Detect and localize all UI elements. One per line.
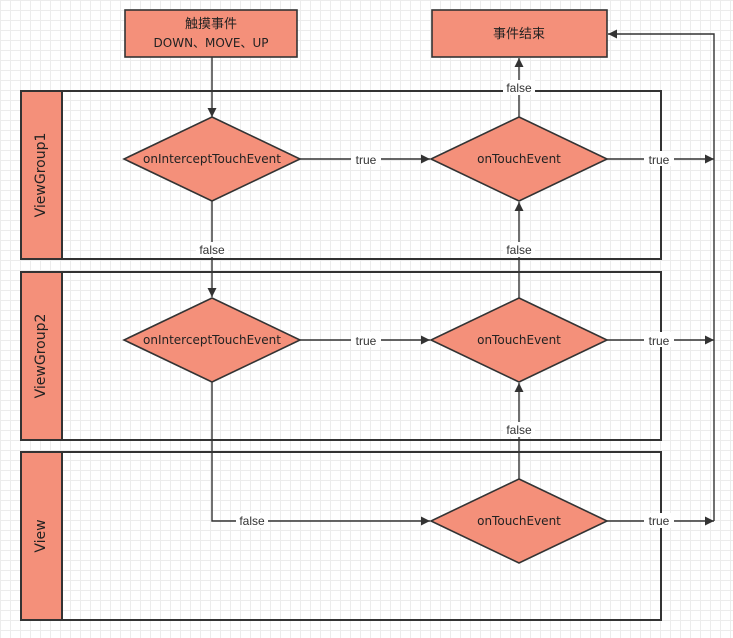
- decision-label-vg1-touch: onTouchEvent: [477, 152, 561, 166]
- decision-vg1-intercept: onInterceptTouchEvent: [122, 116, 302, 202]
- lane-title-viewgroup1: ViewGroup1: [33, 133, 49, 218]
- decision-vg2-intercept: onInterceptTouchEvent: [122, 297, 302, 383]
- decision-vg1-touch: onTouchEvent: [429, 116, 609, 202]
- decision-view-touch: onTouchEvent: [429, 478, 609, 564]
- edge-label-vg1-touch-false: false: [506, 81, 532, 95]
- lane-view: View: [20, 451, 662, 621]
- start-node-line1: 触摸事件: [185, 17, 237, 32]
- decision-label-vg1-intercept: onInterceptTouchEvent: [143, 152, 281, 166]
- lane-viewgroup1: ViewGroup1: [20, 90, 662, 260]
- edge-label-vg1-intercept-true: true: [356, 153, 377, 167]
- start-node-line2: DOWN、MOVE、UP: [154, 36, 269, 50]
- edge-label-view-touch-true: true: [649, 514, 670, 528]
- decision-vg2-touch: onTouchEvent: [429, 297, 609, 383]
- edge-label-vg2-intercept-true: true: [356, 334, 377, 348]
- edge-label-view-touch-false: false: [506, 423, 532, 437]
- lane-title-view: View: [33, 519, 49, 552]
- decision-label-vg2-intercept: onInterceptTouchEvent: [143, 333, 281, 347]
- edge-label-vg1-intercept-false: false: [199, 243, 225, 257]
- edge-label-vg2-touch-true: true: [649, 334, 670, 348]
- edge-vg2-intercept-false: [211, 382, 430, 526]
- edge-label-vg2-touch-false: false: [506, 243, 532, 257]
- edge-label-vg1-touch-true: true: [649, 153, 670, 167]
- decision-label-view-touch: onTouchEvent: [477, 514, 561, 528]
- lane-viewgroup2: ViewGroup2: [20, 271, 662, 441]
- decision-label-vg2-touch: onTouchEvent: [477, 333, 561, 347]
- lane-title-viewgroup2: ViewGroup2: [33, 314, 49, 399]
- end-node: 事件结束: [431, 9, 608, 58]
- end-node-label: 事件结束: [493, 27, 545, 42]
- edge-return-to-end: [608, 29, 715, 521]
- start-node: 触摸事件 DOWN、MOVE、UP: [124, 9, 298, 58]
- edge-label-vg2-intercept-false: false: [239, 514, 265, 528]
